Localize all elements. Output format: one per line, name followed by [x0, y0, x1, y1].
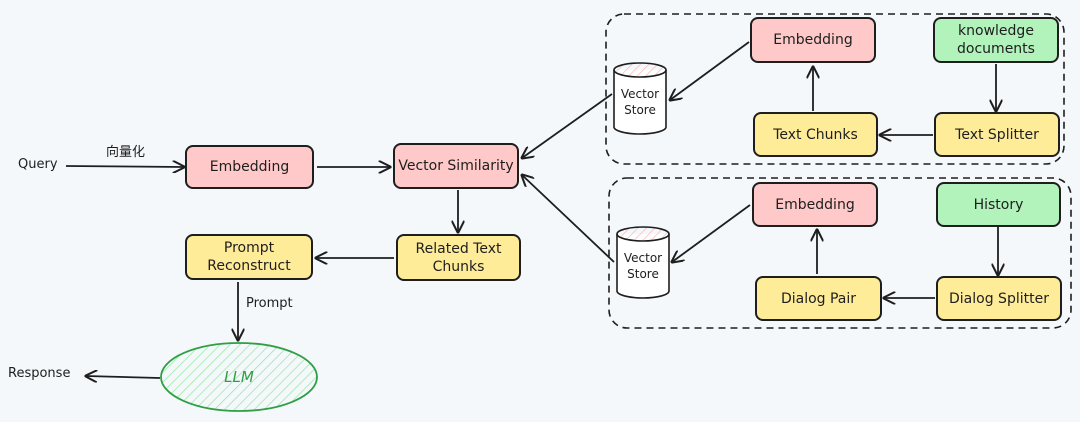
query-label: Query — [18, 157, 58, 172]
llm-ellipse — [160, 342, 318, 412]
vector-store-bottom-cylinder — [616, 226, 670, 299]
prompt-reconstruct-node: Prompt Reconstruct — [185, 234, 313, 280]
vector-store-bottom-label: Vector Store — [623, 251, 663, 281]
vector-store-top-label: Vector Store — [620, 87, 660, 117]
text-chunks-node: Text Chunks — [753, 112, 878, 157]
arrow-store-top-to-similarity — [522, 93, 613, 158]
knowledge-embedding-node: Embedding — [750, 17, 876, 63]
vector-similarity-node: Vector Similarity — [393, 143, 519, 189]
llm-label: LLM — [224, 368, 254, 386]
query-embedding-node: Embedding — [185, 145, 314, 189]
arrow-llm-to-response — [86, 376, 161, 378]
arrow-embedding-to-store-bottom — [672, 204, 751, 262]
history-group-border — [608, 177, 1072, 329]
vector-store-top-cylinder — [613, 62, 667, 135]
prompt-edge-label: Prompt — [246, 296, 293, 311]
history-node: History — [936, 182, 1061, 227]
vectorize-annotation: 向量化 — [106, 145, 146, 160]
related-text-chunks-node: Related Text Chunks — [396, 234, 521, 281]
dialog-splitter-node: Dialog Splitter — [936, 276, 1062, 321]
knowledge-documents-node: knowledge documents — [933, 17, 1059, 63]
arrow-store-bottom-to-similarity — [522, 175, 615, 263]
response-label: Response — [8, 366, 71, 381]
arrow-embedding-to-store-top — [670, 41, 750, 100]
history-embedding-node: Embedding — [752, 182, 878, 227]
knowledge-group-border — [605, 13, 1065, 165]
dialog-pair-node: Dialog Pair — [755, 276, 882, 321]
arrow-query-to-embedding — [65, 166, 184, 167]
text-splitter-node: Text Splitter — [934, 112, 1060, 157]
